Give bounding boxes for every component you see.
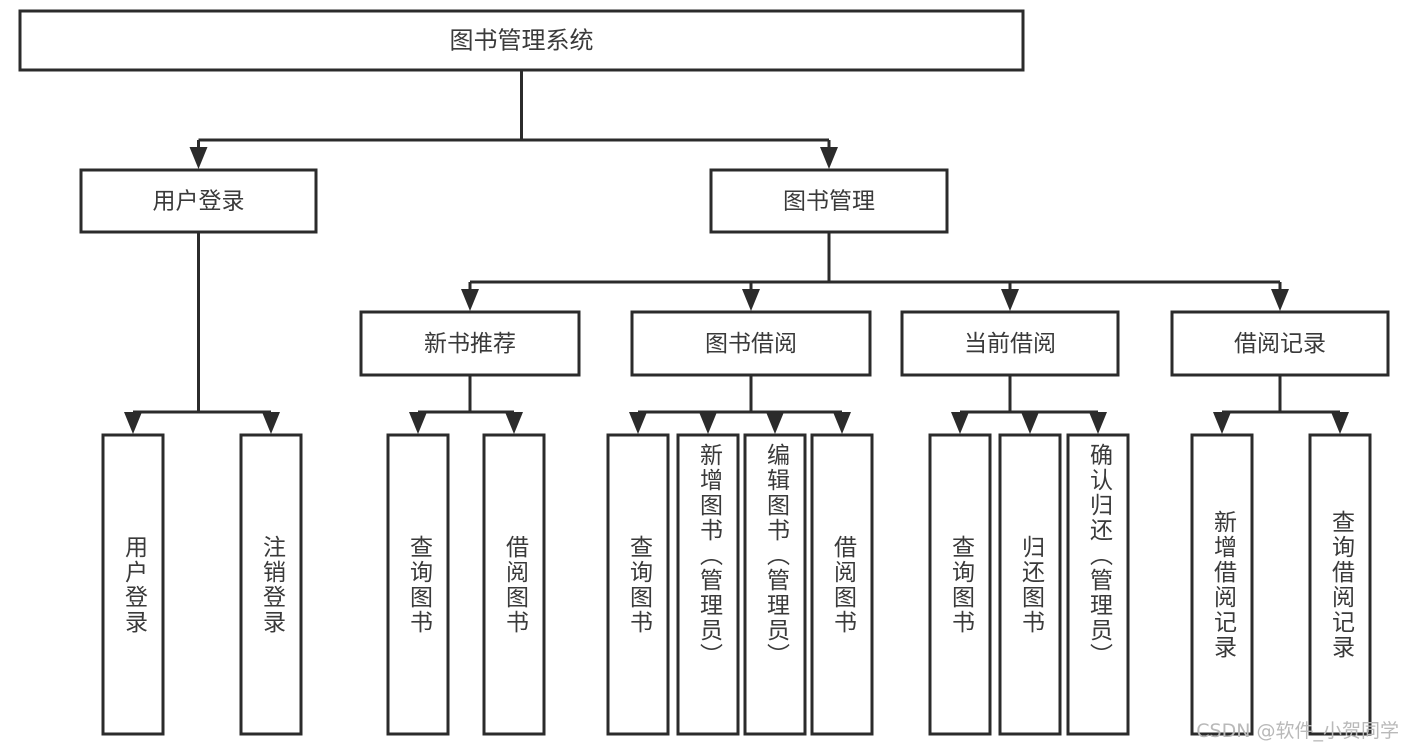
- arrow-book-manage-to-borrow-record: [1271, 289, 1289, 311]
- leaf-node-leaf-borrow-book-2-box[interactable]: [810, 433, 874, 736]
- arrow-book-borrow-to-leaf-add-book: [699, 412, 717, 434]
- arrow-new-book-rec-to-leaf-query-book-1: [409, 412, 427, 434]
- arrow-book-borrow-to-leaf-edit-book: [766, 412, 784, 434]
- leaf-node-leaf-query-book-3-box[interactable]: [928, 433, 992, 736]
- arrow-book-manage-to-current-borrow: [1001, 289, 1019, 311]
- level3-node-borrow-record-label: 借阅记录: [1234, 331, 1326, 357]
- leaf-node-leaf-borrow-book-1-box[interactable]: [482, 433, 546, 736]
- level3-node-new-book-rec-box[interactable]: [359, 310, 581, 377]
- level2-node-book-manage-box[interactable]: [709, 168, 949, 234]
- arrow-root-to-book-manage: [820, 147, 838, 169]
- leaf-node-leaf-add-record-box[interactable]: [1190, 433, 1254, 736]
- arrow-current-borrow-to-leaf-return-book: [1021, 412, 1039, 434]
- leaf-node-leaf-return-book-box[interactable]: [998, 433, 1062, 736]
- watermark-text: CSDN @软件_小贺同学: [1196, 720, 1399, 742]
- arrow-root-to-user-login: [189, 147, 208, 169]
- leaf-node-leaf-edit-book-box[interactable]: [743, 433, 807, 736]
- arrow-current-borrow-to-leaf-confirm-return: [1089, 412, 1107, 434]
- level2-node-book-manage-label: 图书管理: [783, 189, 875, 215]
- arrow-user-login-to-leaf-user-login: [124, 412, 142, 434]
- leaf-node-leaf-query-record-box[interactable]: [1308, 433, 1372, 736]
- arrow-new-book-rec-to-leaf-borrow-book-1: [505, 412, 523, 434]
- arrow-user-login-to-leaf-user-logout: [262, 412, 280, 434]
- arrow-book-manage-to-new-book-rec: [461, 289, 479, 311]
- leaf-node-leaf-query-book-2-box[interactable]: [606, 433, 670, 736]
- leaf-node-leaf-confirm-return-box[interactable]: [1066, 433, 1130, 736]
- arrow-book-borrow-to-leaf-query-book-2: [629, 412, 647, 434]
- level3-node-borrow-record-box[interactable]: [1170, 310, 1390, 377]
- leaf-node-leaf-user-logout-box[interactable]: [239, 433, 303, 736]
- level2-node-user-login-label: 用户登录: [153, 189, 245, 215]
- leaf-node-leaf-add-book-box[interactable]: [676, 433, 740, 736]
- level3-node-new-book-rec-label: 新书推荐: [424, 331, 516, 357]
- arrow-borrow-record-to-leaf-query-record: [1331, 412, 1349, 434]
- level3-node-current-borrow-box[interactable]: [900, 310, 1120, 377]
- node-box-layer: [18, 9, 1390, 736]
- level3-node-book-borrow-box[interactable]: [630, 310, 872, 377]
- arrow-borrow-record-to-leaf-add-record: [1213, 412, 1231, 434]
- level3-node-current-borrow-label: 当前借阅: [964, 331, 1056, 357]
- root-node-root-label: 图书管理系统: [450, 27, 594, 55]
- level2-node-user-login-box[interactable]: [79, 168, 318, 234]
- arrow-book-manage-to-book-borrow: [742, 289, 760, 311]
- arrow-book-borrow-to-leaf-borrow-book-2: [833, 412, 851, 434]
- arrow-current-borrow-to-leaf-query-book-3: [951, 412, 969, 434]
- root-node-root-box[interactable]: [18, 9, 1025, 72]
- leaf-node-leaf-user-login-box[interactable]: [101, 433, 165, 736]
- connector-layer: [124, 70, 1349, 434]
- level3-node-book-borrow-label: 图书借阅: [705, 331, 797, 357]
- leaf-node-leaf-query-book-1-box[interactable]: [386, 433, 450, 736]
